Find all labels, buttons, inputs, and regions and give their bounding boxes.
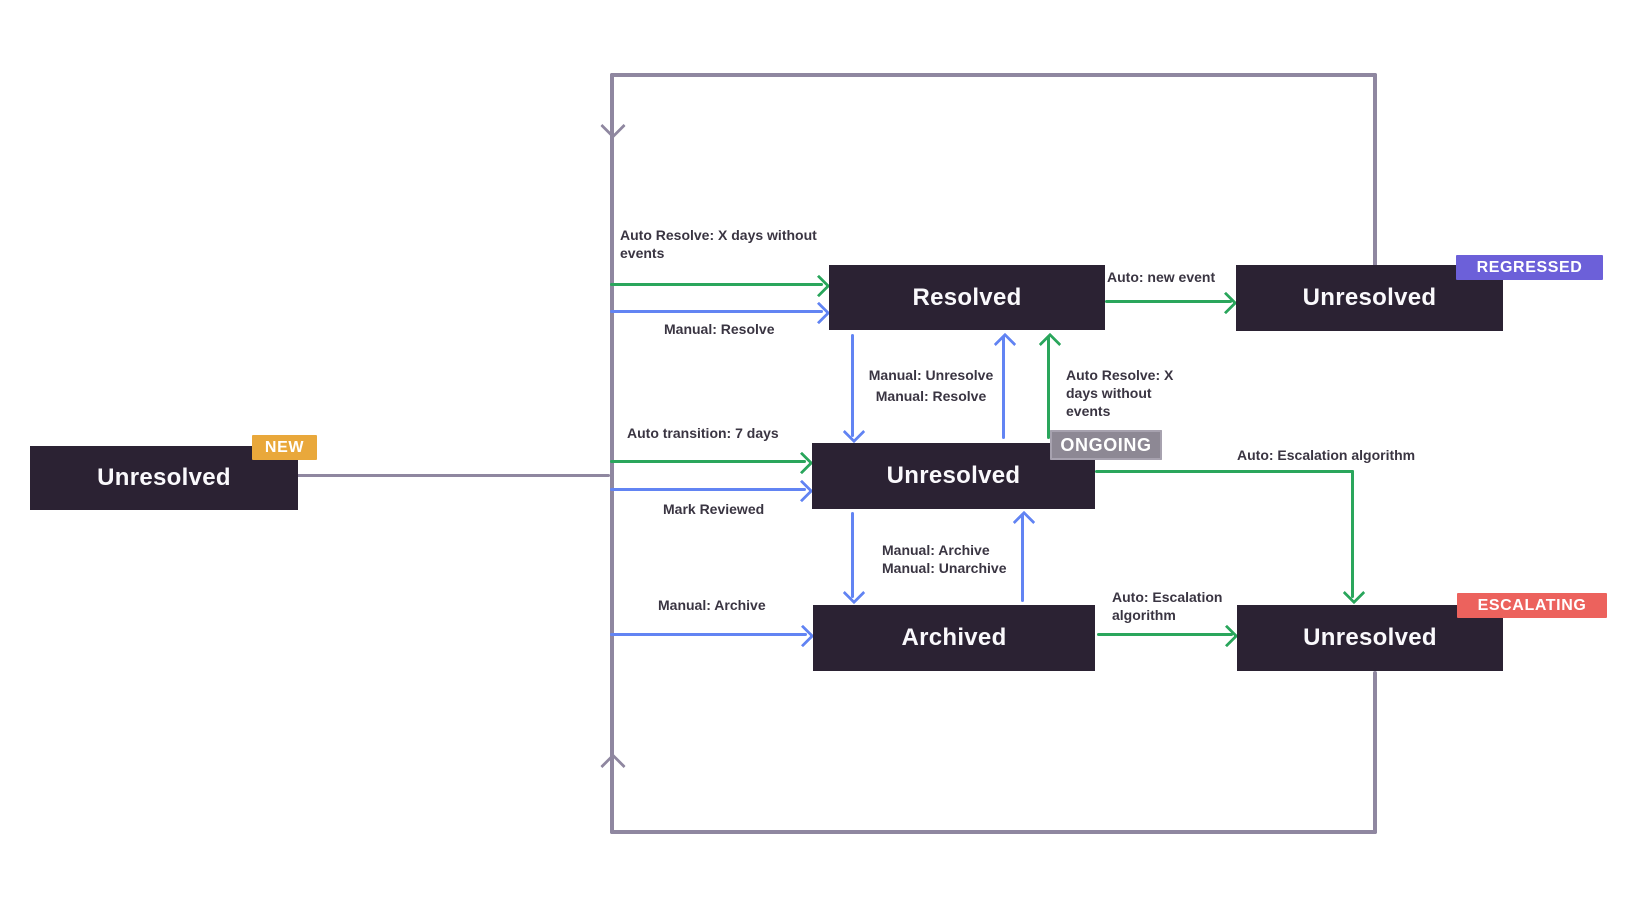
auto-escalation-h-line <box>1095 470 1354 473</box>
mark-reviewed-line <box>610 488 806 491</box>
auto-new-event-arrow-icon <box>1214 291 1238 315</box>
auto-resolve-label: Auto Resolve: X days without events <box>620 227 817 261</box>
state-regressed-unresolved-label: Unresolved <box>1302 284 1437 311</box>
mark-reviewed-label: Mark Reviewed <box>663 501 765 517</box>
loop-down-arrow-icon <box>600 113 626 139</box>
manual-archive-down-label: Manual: Archive <box>882 542 990 558</box>
manual-resolve-label: Manual: Resolve <box>664 321 775 337</box>
manual-archive-label: Manual: Archive <box>658 597 766 613</box>
auto-escalation-v-line <box>1351 470 1354 598</box>
state-ongoing-unresolved: Unresolved <box>812 443 1095 509</box>
auto-new-event-label: Auto: new event <box>1107 269 1216 285</box>
badge-escalating: ESCALATING <box>1457 593 1607 618</box>
loop-up-arrow-icon <box>600 753 626 779</box>
manual-archive-arrow-icon <box>791 624 815 648</box>
state-archived: Archived <box>813 605 1095 671</box>
auto-escalation-arrow-icon <box>1342 581 1366 605</box>
state-escalating-unresolved-label: Unresolved <box>1303 624 1437 651</box>
manual-archive-down-line <box>851 512 854 598</box>
manual-unarchive-arrow-icon <box>1012 510 1036 534</box>
loop-left-line <box>610 73 614 834</box>
new-connector-line <box>296 474 610 477</box>
mark-reviewed-arrow-icon <box>790 479 814 503</box>
badge-ongoing: ONGOING <box>1050 430 1162 460</box>
auto-transition-label: Auto transition: 7 days <box>627 425 779 441</box>
manual-archive-line <box>610 633 807 636</box>
badge-new: NEW <box>252 435 317 460</box>
state-resolved: Resolved <box>829 265 1105 330</box>
auto-escalation-archived-arrow-icon <box>1215 624 1239 648</box>
manual-unresolve-line <box>851 334 854 437</box>
auto-resolve-up-arrow-icon <box>1038 332 1062 356</box>
auto-new-event-line <box>1105 300 1232 303</box>
manual-resolve-up-line <box>1002 336 1005 439</box>
badge-regressed: REGRESSED <box>1456 255 1603 280</box>
manual-unresolve-arrow-icon <box>842 420 866 444</box>
auto-resolve-arrow-icon <box>807 274 831 298</box>
state-archived-label: Archived <box>901 624 1007 651</box>
auto-transition-arrow-icon <box>790 451 814 475</box>
manual-resolve-up-label: Manual: Resolve <box>875 388 987 404</box>
auto-resolve-up-line <box>1047 336 1050 439</box>
loop-bottom-line <box>610 830 1377 834</box>
state-resolved-label: Resolved <box>912 283 1022 311</box>
auto-escalation-archived-line <box>1097 633 1233 636</box>
state-ongoing-unresolved-label: Unresolved <box>886 462 1021 489</box>
state-new-unresolved-label: Unresolved <box>97 464 231 491</box>
auto-escalation-archived-label: Auto: Escalation algorithm <box>1112 589 1223 623</box>
manual-resolve-up-arrow-icon <box>993 332 1017 356</box>
auto-transition-line <box>610 460 806 463</box>
manual-unarchive-line <box>1021 514 1024 602</box>
manual-resolve-arrow-icon <box>807 301 831 325</box>
loop-right-top-line <box>1373 73 1377 267</box>
loop-right-bottom-line <box>1373 671 1377 834</box>
loop-top-line <box>610 73 1377 77</box>
manual-unresolve-label: Manual: Unresolve <box>868 367 994 383</box>
manual-archive-down-arrow-icon <box>842 581 866 605</box>
auto-escalation-label: Auto: Escalation algorithm <box>1237 447 1416 463</box>
manual-resolve-line <box>610 310 823 313</box>
auto-resolve-line <box>610 283 823 286</box>
auto-resolve-up-label: Auto Resolve: X days without events <box>1066 367 1174 419</box>
manual-unarchive-label: Manual: Unarchive <box>882 560 1007 576</box>
